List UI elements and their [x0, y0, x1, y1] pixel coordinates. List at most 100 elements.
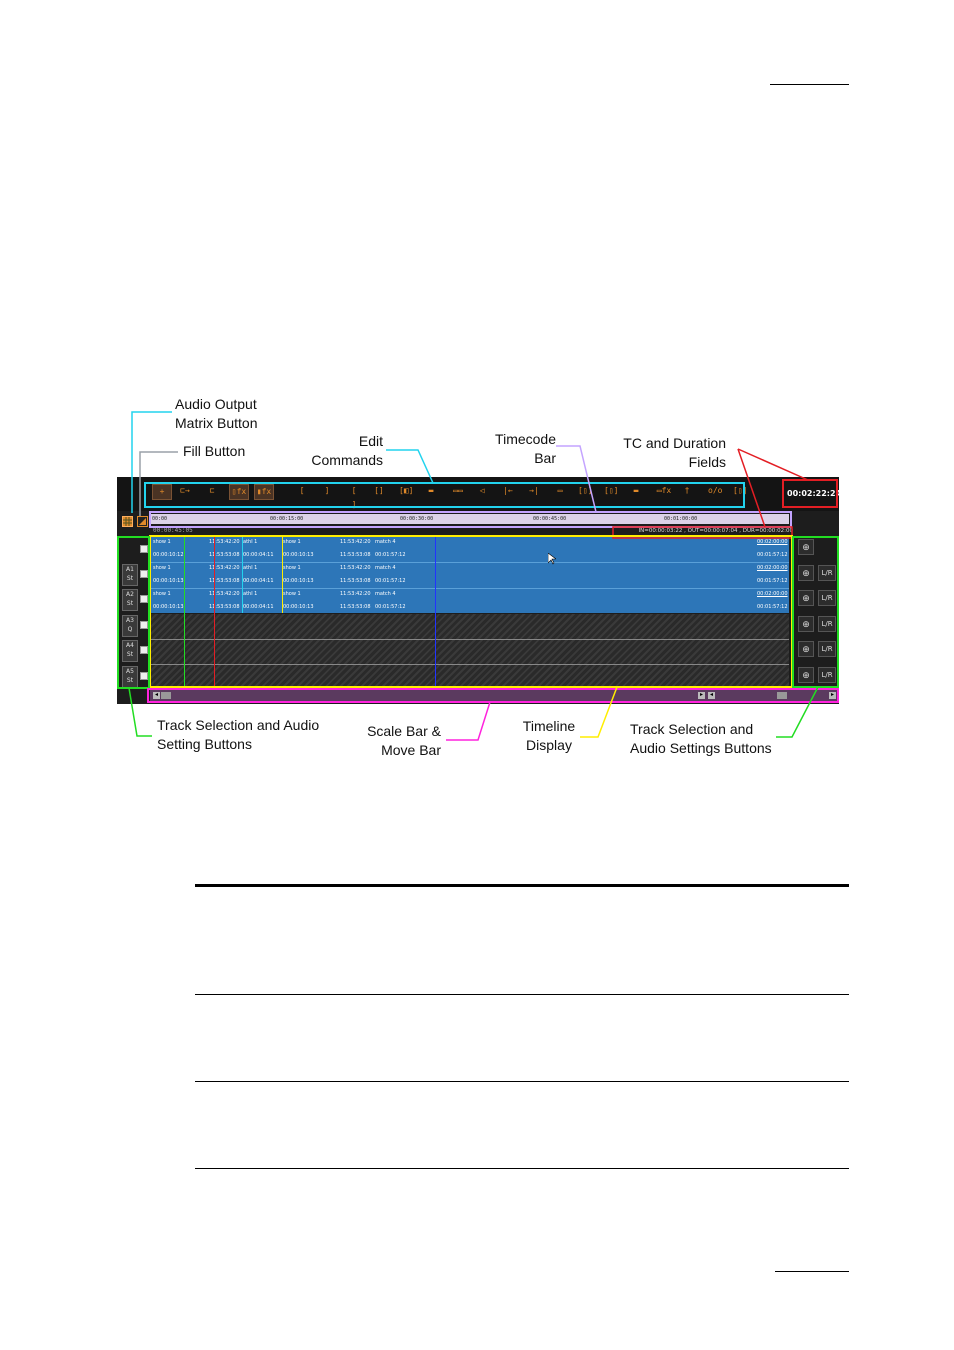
clip-label: 00:02:00:00: [757, 539, 788, 545]
edit-command-button[interactable]: ▭fx: [656, 486, 672, 495]
position-readout: 00:00:45:05: [153, 527, 193, 534]
track-select-button[interactable]: A1 St: [122, 564, 138, 586]
table-bottom-rule: [195, 1168, 849, 1169]
clip-label: 00:02:00:00: [757, 591, 788, 597]
footer-rule: [775, 1271, 849, 1272]
track-select-button[interactable]: A5 St: [122, 666, 138, 688]
scroll-left-icon[interactable]: ◂: [153, 692, 160, 699]
clip-label: match 4: [375, 591, 396, 597]
edit-command-button[interactable]: ▮fx: [254, 484, 274, 500]
edit-command-button[interactable]: ⊏→: [180, 486, 190, 495]
zoom-icon[interactable]: ⊕: [798, 667, 814, 683]
scroll-right-icon[interactable]: ▸: [698, 692, 705, 699]
track-checkbox[interactable]: [140, 570, 148, 578]
audio-lr-button[interactable]: L/R: [818, 641, 836, 657]
clip-label: 00:00:10:13: [153, 604, 184, 610]
edit-command-button[interactable]: ⊏: [209, 486, 215, 495]
clip-label: 00:00:10:13: [283, 604, 314, 610]
track-checkbox[interactable]: [140, 621, 148, 629]
edit-command-button[interactable]: ◁: [479, 486, 485, 495]
track-select-button[interactable]: A4 St: [122, 640, 138, 662]
callout-fill-button: Fill Button: [183, 443, 246, 459]
audio-lr-button[interactable]: L/R: [818, 565, 836, 581]
edit-command-button[interactable]: []: [374, 486, 384, 495]
scroll-thumb[interactable]: [777, 692, 787, 699]
edit-command-button[interactable]: ▯fx: [229, 484, 249, 500]
edit-command-button[interactable]: ]: [324, 486, 330, 495]
edit-command-button[interactable]: [▯]: [604, 486, 619, 495]
audio-lr-button[interactable]: L/R: [818, 590, 836, 606]
clip-label: athl 1: [243, 565, 258, 571]
edit-command-button[interactable]: [▯]: [578, 486, 593, 495]
nowline: [435, 537, 436, 687]
callout-audio-output-matrix: Audio Output Matrix Button: [175, 396, 258, 431]
callout-timeline-display: Timeline Display: [522, 718, 576, 753]
edit-command-button[interactable]: [: [299, 486, 305, 495]
edit-command-button[interactable]: [▯]: [733, 486, 748, 495]
zoom-icon[interactable]: ⊕: [798, 539, 814, 555]
clip-label: show 1: [283, 591, 301, 597]
clip-label: 11:53:53:08: [340, 604, 371, 610]
empty-track-row[interactable]: [151, 665, 789, 687]
clip-label: match 4: [375, 565, 396, 571]
clip-label: show 1: [153, 591, 171, 597]
callout-track-selection-left: Track Selection and Audio Setting Button…: [157, 717, 320, 752]
audio-lr-button[interactable]: L/R: [818, 616, 836, 632]
clip-boundary: [282, 537, 283, 613]
clip-label: 00:01:57:12: [757, 552, 788, 558]
clip-label: show 1: [283, 539, 301, 545]
timeline-editor-screenshot: + ⊏→ ⊏ ▯fx ▮fx [] [ ] [] [◧] ▬ ▭▭ ◁ |← →| ▭ [▯] [▯] ▬ ▭fx †…: [117, 477, 839, 704]
edit-command-button[interactable]: +: [152, 484, 172, 500]
track-select-button[interactable]: A2 St: [122, 589, 138, 611]
callout-edit-commands: Edit Commands: [311, 433, 383, 468]
edit-command-button[interactable]: [ ]: [351, 486, 357, 509]
edit-command-button[interactable]: ▭▭: [453, 486, 463, 495]
fill-icon[interactable]: [137, 516, 148, 527]
cursor-arrow-icon: [547, 552, 557, 570]
zoom-icon[interactable]: ⊕: [798, 565, 814, 581]
clip-label: match 4: [375, 539, 396, 545]
clip-label: 00:01:57:12: [757, 604, 788, 610]
timecode-display: 00:02:22:24: [787, 489, 839, 498]
empty-track-row[interactable]: [151, 614, 789, 640]
edit-command-button[interactable]: ▬: [428, 486, 434, 495]
zoom-icon[interactable]: ⊕: [798, 590, 814, 606]
edit-command-button[interactable]: o/o: [708, 486, 723, 495]
callout-timecode-bar: Timecode Bar: [495, 431, 556, 466]
ruler-tick-label: 00:00:15:00: [270, 516, 304, 522]
zoom-icon[interactable]: ⊕: [798, 616, 814, 632]
clip-label: 00:00:10:12: [153, 552, 184, 558]
scroll-left-icon[interactable]: ◂: [708, 692, 715, 699]
clip-label: 00:02:00:00: [757, 565, 788, 571]
edit-command-button[interactable]: [◧]: [399, 486, 414, 495]
clip-label: 00:00:04:11: [243, 578, 274, 584]
zoom-icon[interactable]: ⊕: [798, 641, 814, 657]
scroll-thumb[interactable]: [161, 692, 171, 699]
edit-command-button[interactable]: →|: [529, 486, 539, 495]
clip-label: 11:53:53:08: [340, 552, 371, 558]
audio-matrix-icon[interactable]: [122, 516, 133, 527]
clip-label: athl 1: [243, 539, 258, 545]
track-select-button[interactable]: A3 Q: [122, 615, 138, 637]
table-row-rule: [195, 994, 849, 995]
clip-label: 11:53:53:08: [340, 578, 371, 584]
audio-lr-button[interactable]: L/R: [818, 667, 836, 683]
track-checkbox[interactable]: [140, 646, 148, 654]
scale-move-bar[interactable]: [150, 690, 838, 701]
table-top-rule: [195, 884, 849, 887]
edit-command-button[interactable]: ▭: [557, 486, 563, 495]
edit-command-button[interactable]: †: [684, 486, 690, 495]
clip-boundary: [242, 537, 243, 613]
ruler-tick-label: 00:00:45:00: [533, 516, 567, 522]
track-checkbox[interactable]: [140, 545, 148, 553]
scroll-right-icon[interactable]: ▸: [829, 692, 836, 699]
clip-label: 00:01:57:12: [375, 604, 406, 610]
clip-label: 00:00:04:11: [243, 552, 274, 558]
mark-line: [184, 537, 185, 687]
empty-track-row[interactable]: [151, 640, 789, 665]
track-checkbox[interactable]: [140, 672, 148, 680]
edit-command-button[interactable]: ▬: [633, 486, 639, 495]
tc-duration-fields: IN=00:00:03:22 , OUT=00:00:07:04 , DUR=0…: [638, 528, 793, 534]
edit-command-button[interactable]: |←: [503, 486, 513, 495]
track-checkbox[interactable]: [140, 595, 148, 603]
